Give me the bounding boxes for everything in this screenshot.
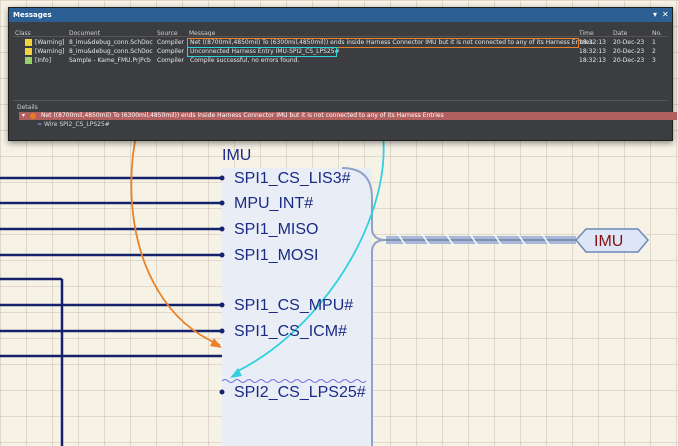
row-source: Compiler (157, 48, 185, 55)
details-divider (13, 100, 668, 101)
row-document: 8_imu&debug_conn.SchDoc (69, 48, 153, 55)
harness-port-label[interactable]: IMU (594, 233, 624, 250)
message-row[interactable]: [Warning] 8_imu&debug_conn.SchDoc Compil… (9, 38, 672, 47)
row-message: Net ((8700mil,4850mil) To (6300mil,4850m… (190, 39, 593, 46)
warning-icon (25, 39, 32, 46)
messages-panel-titlebar[interactable]: Messages ▾ ✕ (9, 8, 672, 22)
harness-entry-spi1-miso[interactable]: SPI1_MISO (234, 221, 319, 238)
signal-harness-bus (386, 233, 576, 247)
detail-wire-item[interactable]: ≈ Wire SPI2_CS_LPS25# (37, 121, 110, 128)
entry-pins (219, 175, 225, 395)
row-message: Compile successful, no errors found. (190, 57, 300, 64)
unconnected-entry-marker (221, 379, 367, 383)
info-icon (25, 57, 32, 64)
column-header-document[interactable]: Document (69, 30, 101, 37)
harness-entry-spi2-cs-lps25[interactable]: SPI2_CS_LPS25# (234, 384, 366, 401)
row-class: [Warning] (35, 48, 65, 55)
messages-panel: Messages ▾ ✕ Class Document Source Messa… (8, 7, 677, 141)
detail-message-row[interactable]: ▾ Net ((8700mil,4850mil) To (6300mil,485… (19, 112, 677, 120)
row-document: 8_imu&debug_conn.SchDoc (69, 39, 153, 46)
row-time: 18:32:13 (579, 39, 606, 46)
column-header-source[interactable]: Source (157, 30, 178, 37)
harness-entry-spi1-cs-mpu[interactable]: SPI1_CS_MPU# (234, 297, 354, 314)
row-class: [Info] (35, 57, 52, 64)
close-icon[interactable]: ✕ (662, 10, 669, 19)
row-number: 3 (652, 57, 656, 64)
harness-entry-spi1-cs-lis3[interactable]: SPI1_CS_LIS3# (234, 170, 351, 187)
pin-icon[interactable]: ▾ (653, 10, 658, 19)
row-date: 20-Dec-23 (613, 57, 645, 64)
harness-connector-name[interactable]: IMU (222, 147, 252, 164)
detail-message: Net ((8700mil,4850mil) To (6300mil,4850m… (41, 112, 444, 119)
details-header: Details (17, 104, 38, 111)
row-source: Compiler (157, 39, 185, 46)
harness-bracket (341, 167, 387, 446)
detail-wire-label: Wire SPI2_CS_LPS25# (43, 121, 110, 128)
row-date: 20-Dec-23 (613, 48, 645, 55)
row-source: Compiler (157, 57, 185, 64)
row-date: 20-Dec-23 (613, 39, 645, 46)
message-row[interactable]: [Info] Sample - Kame_FMU.PrjPcb Compiler… (9, 56, 672, 65)
row-class: [Warning] (35, 39, 65, 46)
column-header-message[interactable]: Message (189, 30, 216, 37)
column-header-time[interactable]: Time (579, 30, 594, 37)
harness-entry-spi1-cs-icm[interactable]: SPI1_CS_ICM# (234, 323, 347, 340)
net-wires (0, 176, 222, 446)
row-message: Unconnected Harness Entry IMU-SPI2_CS_LP… (190, 48, 340, 55)
expand-icon[interactable]: ▾ (22, 112, 26, 119)
harness-port-shape (575, 228, 649, 253)
column-header-no[interactable]: No. (652, 30, 662, 37)
row-document: Sample - Kame_FMU.PrjPcb (69, 57, 151, 64)
harness-connector-body[interactable] (222, 168, 372, 446)
harness-entry-spi1-mosi[interactable]: SPI1_MOSI (234, 247, 319, 264)
column-header-class[interactable]: Class (15, 30, 31, 37)
panel-title: Messages (13, 11, 52, 19)
row-number: 1 (652, 39, 656, 46)
row-time: 18:32:13 (579, 48, 606, 55)
message-row[interactable]: [Warning] 8_imu&debug_conn.SchDoc Compil… (9, 47, 672, 56)
error-icon (30, 113, 36, 119)
wire-icon: ≈ (37, 121, 43, 128)
header-divider (13, 36, 668, 37)
harness-entry-mpu-int[interactable]: MPU_INT# (234, 195, 314, 212)
row-number: 2 (652, 48, 656, 55)
warning-icon (25, 48, 32, 55)
column-header-date[interactable]: Date (613, 30, 628, 37)
row-time: 18:32:13 (579, 57, 606, 64)
